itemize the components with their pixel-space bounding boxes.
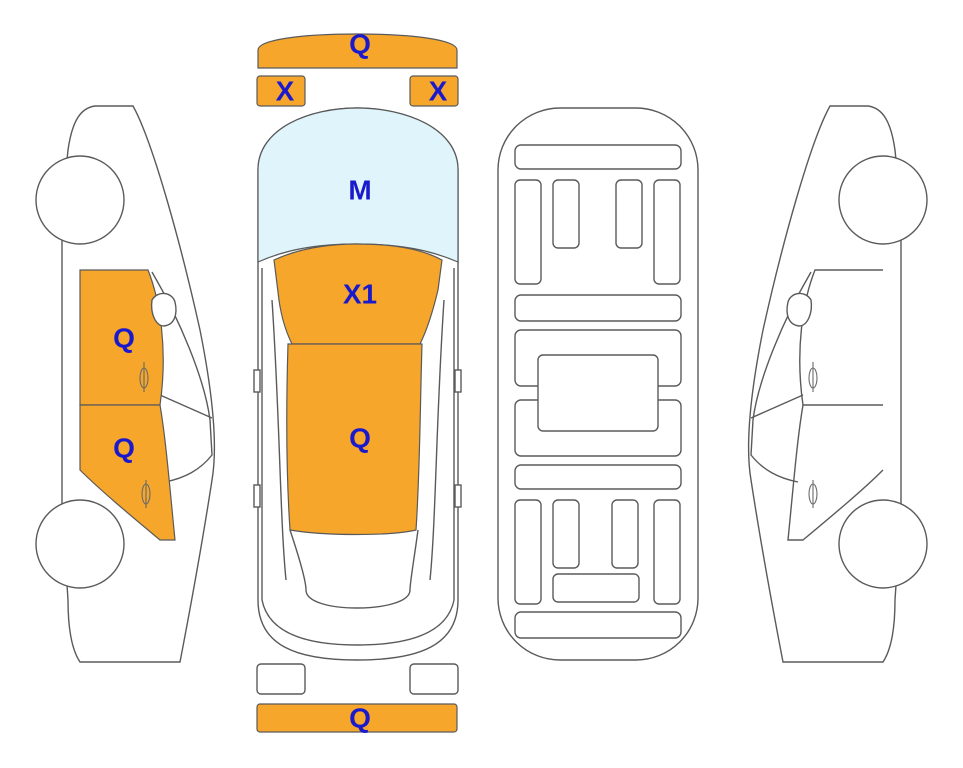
hood[interactable] — [273, 243, 443, 345]
headlight-right[interactable] — [409, 75, 459, 107]
front-bumper[interactable] — [257, 33, 458, 69]
right-rear-door[interactable] — [787, 404, 884, 541]
left-side-window-divider — [159, 394, 213, 419]
right-front-door[interactable] — [799, 269, 883, 406]
left-rear-wheel — [35, 499, 125, 589]
underbody-front-left-rail — [514, 179, 542, 285]
rear-window — [289, 529, 419, 609]
right-rear-door-handle — [808, 480, 818, 508]
left-rear-door-handle — [141, 480, 151, 508]
left-mirror — [150, 292, 177, 327]
front-bumper-label: Q — [349, 28, 371, 59]
taillight-right — [409, 663, 459, 695]
top-view-left-a-line — [271, 299, 287, 581]
right-front-wheel — [838, 155, 928, 245]
top-handle-right — [454, 484, 462, 508]
right-mirror — [786, 292, 813, 327]
top-mirror-left — [253, 369, 261, 393]
underbody-rear-box — [552, 573, 640, 603]
left-front-wheel — [35, 155, 125, 245]
left-front-door-handle — [139, 362, 149, 392]
headlight-left-label: X — [276, 75, 295, 106]
left-rear-door[interactable] — [79, 404, 176, 541]
windshield[interactable] — [257, 107, 459, 263]
headlight-right-label: X — [429, 75, 448, 106]
windshield-label: M — [348, 174, 371, 205]
hood-label: X1 — [343, 278, 377, 309]
left-front-door-label: Q — [113, 322, 135, 353]
underbody-rear-left-block — [552, 499, 580, 569]
top-handle-left — [253, 484, 261, 508]
rear-bumper-label: Q — [349, 702, 371, 733]
underbody-front-bar — [514, 144, 682, 170]
top-view: Q X X M X1 Q Q — [253, 28, 462, 733]
left-side-view: Q Q — [35, 105, 216, 663]
rear-bumper[interactable] — [256, 703, 458, 733]
top-mirror-right — [454, 369, 462, 393]
underbody-rear-right-block — [611, 499, 639, 569]
taillight-left — [256, 663, 306, 695]
underbody-front-left-block — [552, 179, 580, 249]
roof-label: Q — [349, 422, 371, 453]
right-front-door-handle — [808, 362, 818, 392]
trunk-line — [261, 599, 455, 646]
right-rear-wheel — [838, 499, 928, 589]
headlight-left[interactable] — [256, 75, 306, 107]
underbody-crossmember-2 — [514, 464, 682, 490]
underbody-crossmember-1 — [514, 294, 682, 322]
underbody-front-right-block — [615, 179, 643, 249]
underbody-center-pan — [537, 354, 659, 432]
underbody-rear-left-rail — [514, 499, 542, 605]
roof[interactable] — [286, 343, 423, 536]
right-side-view — [747, 105, 928, 663]
left-rear-door-label: Q — [113, 432, 135, 463]
top-view-right-a-line — [429, 299, 445, 581]
underbody-view — [497, 107, 699, 661]
underbody-rear-bar — [514, 611, 682, 639]
underbody-rear-right-rail — [653, 499, 681, 605]
underbody-front-right-rail — [653, 179, 681, 285]
